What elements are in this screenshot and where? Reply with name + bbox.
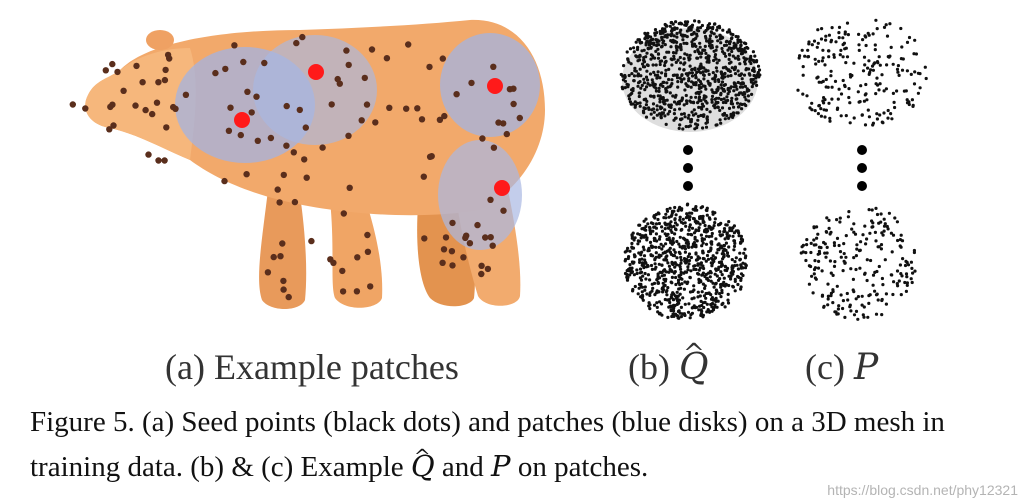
caption-q-hat-symbol: ^Q bbox=[410, 444, 435, 483]
sublabel-b-prefix: (b) bbox=[628, 347, 670, 387]
p-symbol: P bbox=[853, 347, 879, 388]
vertical-ellipsis-p bbox=[857, 145, 867, 191]
sublabel-c: (c) P bbox=[805, 345, 878, 390]
figure-artwork bbox=[69, 18, 928, 321]
figure-caption: Figure 5. (a) Seed points (black dots) a… bbox=[30, 400, 1015, 489]
sublabel-b: (b) ^Q bbox=[628, 339, 709, 390]
cloud-q-bottom bbox=[623, 202, 748, 320]
q-hat-symbol: ^Q bbox=[678, 339, 709, 388]
watermark: https://blog.csdn.net/phy12321 bbox=[827, 482, 1018, 498]
caption-p-symbol: P bbox=[491, 449, 511, 483]
caption-text-1: Figure 5. (a) Seed points (black dots) a… bbox=[30, 406, 945, 483]
bear-mesh bbox=[69, 19, 545, 309]
cloud-p-bottom bbox=[799, 206, 917, 321]
cloud-p-top bbox=[796, 18, 928, 127]
sublabel-c-prefix: (c) bbox=[805, 347, 845, 387]
cloud-q-top bbox=[619, 19, 762, 132]
vertical-ellipsis-q bbox=[683, 145, 693, 191]
caption-text-2: and bbox=[434, 451, 492, 483]
sublabel-a: (a) Example patches bbox=[165, 347, 459, 387]
caption-text-3: on patches. bbox=[510, 451, 649, 483]
